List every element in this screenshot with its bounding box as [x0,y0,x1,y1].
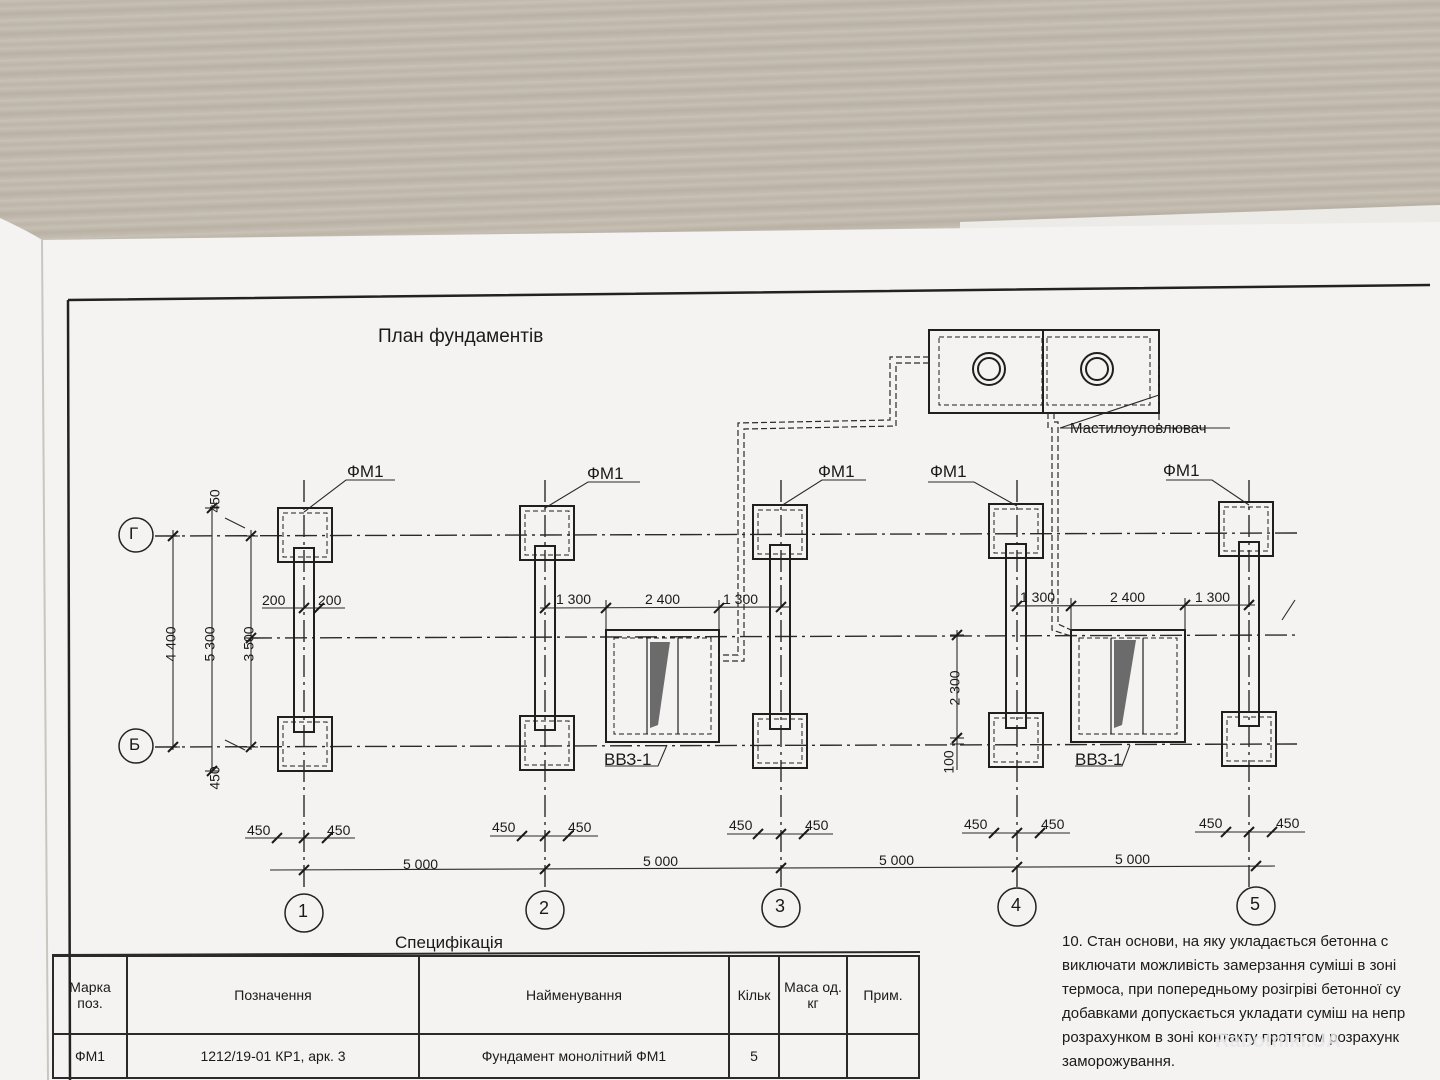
pipes [719,356,1160,662]
note-line-5: розрахунком в зоні контакту протягом роз… [1062,1029,1400,1046]
dim-450-top: 450 [206,489,223,513]
dim-2400-b: 2 400 [1110,589,1146,605]
dim-5000-1: 5 000 [403,856,439,872]
row-name: Фундамент монолітний ФМ1 [418,1033,730,1079]
foundation-mark-5: ФМ1 [1163,461,1200,480]
row-axis-markers [118,517,154,764]
foundation-fm1-axis-2 [519,505,575,771]
dim-450-c1l: 450 [247,822,271,838]
dim-200-right: 200 [318,592,342,608]
column-axis-label-1: 1 [298,901,309,921]
dim-5300: 5 300 [201,626,218,662]
pit-mark-left: ВВЗ-1 [604,750,652,769]
column-axis-label-3: 3 [775,896,786,916]
dim-2300: 2 300 [946,670,963,706]
row-axis-label-G: Г [129,524,139,543]
note-line-3: термоса, при попередньому розігріві бето… [1062,981,1401,998]
row-qty: 5 [728,1033,780,1079]
dim-450-c3l: 450 [729,817,753,833]
column-axis-label-5: 5 [1250,894,1261,914]
dim-1300-d: 1 300 [1195,589,1231,605]
column-axis-label-2: 2 [539,898,550,918]
header-mass: Маса од. кг [778,955,848,1035]
dim-5000-3: 5 000 [879,852,915,868]
column-axis-label-4: 4 [1011,895,1022,915]
dim-1300-a: 1 300 [556,591,592,607]
row-designation: 1212/19-01 КР1, арк. 3 [126,1033,420,1079]
watermark: Rabotniki.UA [1215,1030,1341,1052]
pits [605,629,1186,743]
dim-450-c4l: 450 [964,816,988,832]
row-axis-label-B: Б [129,735,141,754]
dim-450-bottom: 450 [206,766,223,790]
foundation-fm1-axis-4 [988,503,1044,768]
foundation-mark-1: ФМ1 [347,462,384,481]
note-line-4: добавками допускається укладати суміш на… [1062,1005,1406,1022]
row-mark: ФМ1 [52,1033,128,1079]
dim-1300-c: 1 300 [1020,589,1056,605]
dim-5000-2: 5 000 [643,853,679,869]
dim-450-c5l: 450 [1199,815,1223,831]
grease-trap [928,329,1160,414]
header-designation: Позначення [126,955,420,1035]
pit-vvz1-left [605,629,720,743]
axis-circle-G [118,517,154,553]
dimension-lines [166,394,1305,871]
axis-circle-B [118,728,154,764]
foundation-mark-2: ФМ1 [587,464,624,483]
row-note [846,1033,920,1079]
header-note: Прим. [846,955,920,1035]
dim-5000-4: 5 000 [1115,851,1151,867]
foundation-fm1-axis-5 [1218,501,1277,767]
dim-450-c2l: 450 [492,819,516,835]
dim-450-c5r: 450 [1276,815,1300,831]
dim-4400: 4 400 [162,626,179,662]
foundation-mark-4: ФМ1 [930,462,967,481]
header-mark: Марка поз. [52,955,128,1035]
foundations [277,501,1277,772]
specification-title: Специфікація [395,933,503,952]
pit-vvz1-right [1070,629,1186,743]
header-qty: Кільк [728,955,780,1035]
foundation-fm1-axis-1 [277,507,333,772]
note-line-6: заморожування. [1062,1053,1176,1070]
drawing-title: План фундаментів [378,326,544,347]
note-line-1: 10. Стан основи, на яку укладається бето… [1062,933,1389,950]
dimension-ticks [167,502,1278,876]
dim-1300-b: 1 300 [723,591,759,607]
foundation-mark-3: ФМ1 [818,462,855,481]
header-name: Найменування [418,955,730,1035]
drawing-frame [66,283,1431,1080]
grease-trap-label: Мастилоуловлювач [1070,420,1207,437]
note-line-2: виключати можливість замерзання суміші в… [1062,957,1397,974]
dim-450-c4r: 450 [1041,816,1065,832]
dim-450-c3r: 450 [805,817,829,833]
dim-3500: 3 500 [240,626,257,662]
dim-100: 100 [940,750,957,774]
specification-table: Марка поз. Позначення Найменування Кільк… [52,955,920,1079]
foundation-fm1-axis-3 [752,504,808,769]
column-axis-markers [284,886,1276,933]
dim-450-c2r: 450 [568,819,592,835]
table-row: ФМ1 1212/19-01 КР1, арк. 3 Фундамент мон… [52,1033,920,1079]
dim-450-c1r: 450 [327,822,351,838]
dim-200-left: 200 [262,592,286,608]
row-mass [778,1033,848,1079]
pit-mark-right: ВВЗ-1 [1075,750,1123,769]
dim-2400-a: 2 400 [645,591,681,607]
